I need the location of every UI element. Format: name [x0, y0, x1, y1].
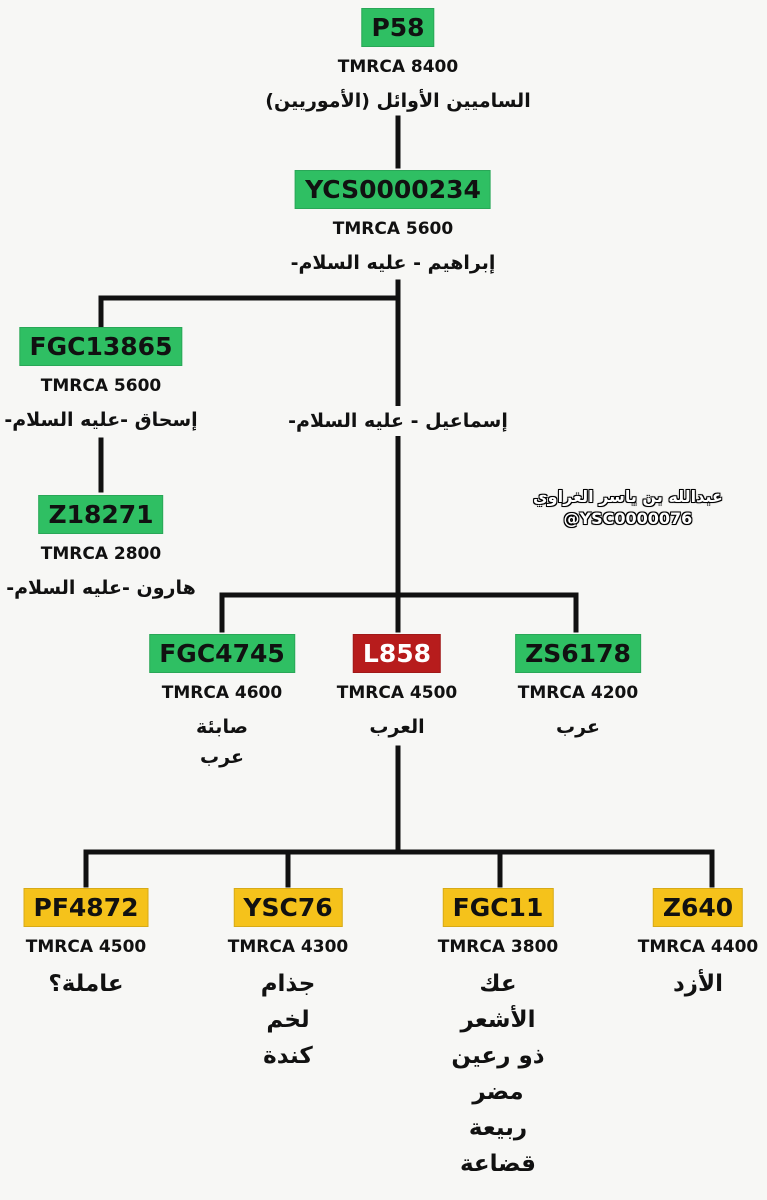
- node-z18271: Z18271 TMRCA 2800 هارون -عليه السلام-: [6, 495, 196, 603]
- node-pf4872: PF4872 TMRCA 4500 عاملة؟: [23, 888, 149, 1002]
- node-fgc13865: FGC13865 TMRCA 5600 إسحاق -عليه السلام-: [4, 327, 198, 435]
- tmrca-l858: TMRCA 4500: [336, 683, 458, 703]
- haplogroup-badge-z18271: Z18271: [38, 495, 164, 534]
- label-fgc11-5: قضاعة: [459, 1151, 537, 1177]
- tmrca-ycs0000234: TMRCA 5600: [332, 219, 454, 239]
- haplogroup-badge-pf4872: PF4872: [23, 888, 149, 927]
- tmrca-z18271: TMRCA 2800: [40, 544, 162, 564]
- haplogroup-badge-l858: L858: [352, 634, 442, 673]
- tmrca-fgc11: TMRCA 3800: [437, 937, 559, 957]
- node-z640: Z640 TMRCA 4400 الأزد: [638, 888, 758, 1002]
- label-fgc11-2: ذو رعين: [451, 1043, 545, 1069]
- label-fgc11-1: الأشعر: [460, 1007, 536, 1033]
- node-ysc76: YSC76 TMRCA 4300 جذام لخم كندة: [228, 888, 348, 1074]
- label-z640-0: الأزد: [672, 971, 724, 997]
- author-name: عبدالله بن ياسر الغراوي: [533, 487, 723, 506]
- label-fgc4745-1: عرب: [200, 746, 244, 768]
- node-zs6178: ZS6178 TMRCA 4200 عرب: [515, 634, 641, 742]
- label-fgc11-4: ربيعة: [468, 1115, 528, 1141]
- label-ysc76-0: جذام: [260, 971, 316, 997]
- tmrca-fgc4745: TMRCA 4600: [161, 683, 283, 703]
- haplogroup-badge-z640: Z640: [652, 888, 744, 927]
- author-handle: @YSC0000076: [563, 509, 693, 528]
- haplogroup-badge-ycs0000234: YCS0000234: [295, 170, 491, 209]
- node-fgc11: FGC11 TMRCA 3800 عك الأشعر ذو رعين مضر ر…: [438, 888, 558, 1182]
- label-zs6178-0: عرب: [556, 716, 600, 738]
- label-fgc11-3: مضر: [472, 1079, 524, 1105]
- label-l858-0: العرب: [369, 716, 425, 738]
- label-pf4872-0: عاملة؟: [48, 971, 124, 997]
- haplogroup-badge-p58: P58: [361, 8, 435, 47]
- label-p58: الساميين الأوائل (الأموريين): [265, 90, 531, 112]
- author-signature: عبدالله بن ياسر الغراوي @YSC0000076: [533, 486, 723, 530]
- label-ycs0000234: إبراهيم - عليه السلام-: [290, 252, 496, 274]
- haplogroup-badge-fgc4745: FGC4745: [149, 634, 295, 673]
- label-fgc4745-0: صابئة: [196, 716, 248, 738]
- node-p58: P58 TMRCA 8400 الساميين الأوائل (الأموري…: [265, 8, 531, 116]
- label-fgc11-0: عك: [479, 971, 517, 997]
- label-fgc13865: إسحاق -عليه السلام-: [4, 409, 198, 431]
- haplogroup-badge-ysc76: YSC76: [233, 888, 343, 927]
- node-l858: L858 TMRCA 4500 العرب: [337, 634, 457, 742]
- tmrca-z640: TMRCA 4400: [637, 937, 759, 957]
- tmrca-pf4872: TMRCA 4500: [25, 937, 147, 957]
- node-fgc4745: FGC4745 TMRCA 4600 صابئة عرب: [149, 634, 295, 772]
- haplogroup-badge-fgc11: FGC11: [442, 888, 554, 927]
- haplogroup-badge-fgc13865: FGC13865: [19, 327, 183, 366]
- tmrca-p58: TMRCA 8400: [337, 57, 459, 77]
- label-z18271: هارون -عليه السلام-: [6, 577, 196, 599]
- label-ysc76-2: كندة: [263, 1043, 313, 1069]
- node-ycs0000234: YCS0000234 TMRCA 5600 إبراهيم - عليه الس…: [290, 170, 496, 278]
- tmrca-fgc13865: TMRCA 5600: [40, 376, 162, 396]
- tmrca-zs6178: TMRCA 4200: [517, 683, 639, 703]
- label-ysc76-1: لخم: [266, 1007, 310, 1033]
- tmrca-ysc76: TMRCA 4300: [227, 937, 349, 957]
- label-ishmael: إسماعيل - عليه السلام-: [282, 406, 514, 436]
- haplogroup-badge-zs6178: ZS6178: [515, 634, 641, 673]
